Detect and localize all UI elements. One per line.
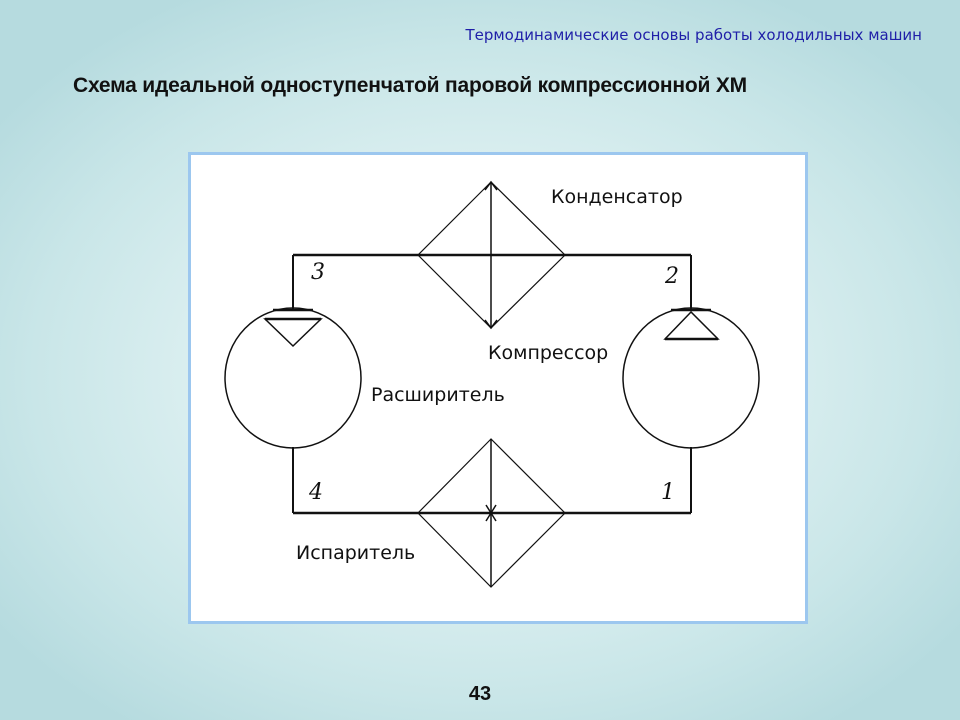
point-4-label: 4 [308,480,323,505]
condenser-label: Конденсатор [551,186,683,208]
evaporator-label: Испаритель [296,542,415,564]
compressor-circle [622,307,760,449]
expander-label: Расширитель [371,384,505,406]
compressor-triangle-icon [663,310,720,340]
expander-triangle-icon [263,318,323,348]
header-title: Термодинамические основы работы холодиль… [465,26,922,44]
evaporator-arrow-up-icon [485,511,497,522]
page-number: 43 [468,683,492,705]
condenser-arrow-up-icon [484,180,498,191]
expander-circle [224,307,362,449]
compressor-label: Компрессор [488,342,608,364]
diagram-canvas: 3 2 4 1 Конденсатор Компрессор Расширите… [224,180,760,588]
point-3-label: 3 [311,260,325,285]
point-1-label: 1 [661,480,675,505]
refrigeration-cycle-diagram: 3 2 4 1 Конденсатор Компрессор Расширите… [188,152,808,624]
point-2-label: 2 [664,264,679,289]
condenser-arrow-down-icon [484,319,498,330]
slide-title: Схема идеальной одноступенчатой паровой … [73,74,747,97]
